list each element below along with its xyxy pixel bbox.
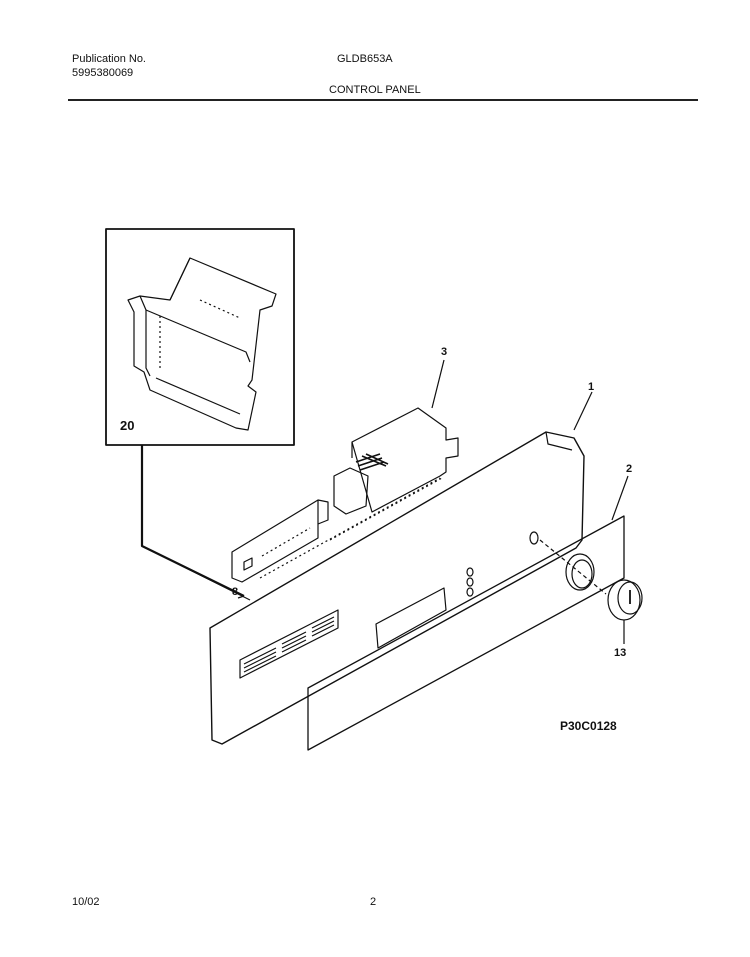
bracket-part-8 xyxy=(231,499,329,583)
overlay-part-2 xyxy=(307,515,625,751)
callout-part-20: 20 xyxy=(120,418,134,433)
leader-part-1 xyxy=(573,391,593,431)
callout-part-8: 8 xyxy=(232,586,238,598)
header-divider xyxy=(68,99,698,101)
footer-date: 10/02 xyxy=(72,896,100,908)
section-title: CONTROL PANEL xyxy=(329,84,421,96)
figure-id: P30C0128 xyxy=(560,719,617,733)
callout-part-2: 2 xyxy=(626,463,632,475)
inset-box xyxy=(105,228,295,446)
publication-number: 5995380069 xyxy=(72,67,134,79)
callout-part-1: 1 xyxy=(588,381,594,393)
inset-leader-line xyxy=(140,445,245,597)
inset-part-drawing xyxy=(127,257,277,431)
board-part-3 xyxy=(333,407,459,515)
leader-part-3 xyxy=(431,359,445,409)
model-number: GLDB653A xyxy=(337,53,393,65)
knob-part-13 xyxy=(607,579,643,621)
leader-part-2 xyxy=(611,475,629,521)
page-number: 2 xyxy=(370,896,377,908)
callout-part-3: 3 xyxy=(441,346,447,358)
publication-label: Publication No. xyxy=(72,53,146,65)
leader-part-8 xyxy=(237,595,245,599)
panel-part-1 xyxy=(209,431,585,745)
callout-part-13: 13 xyxy=(614,647,626,659)
